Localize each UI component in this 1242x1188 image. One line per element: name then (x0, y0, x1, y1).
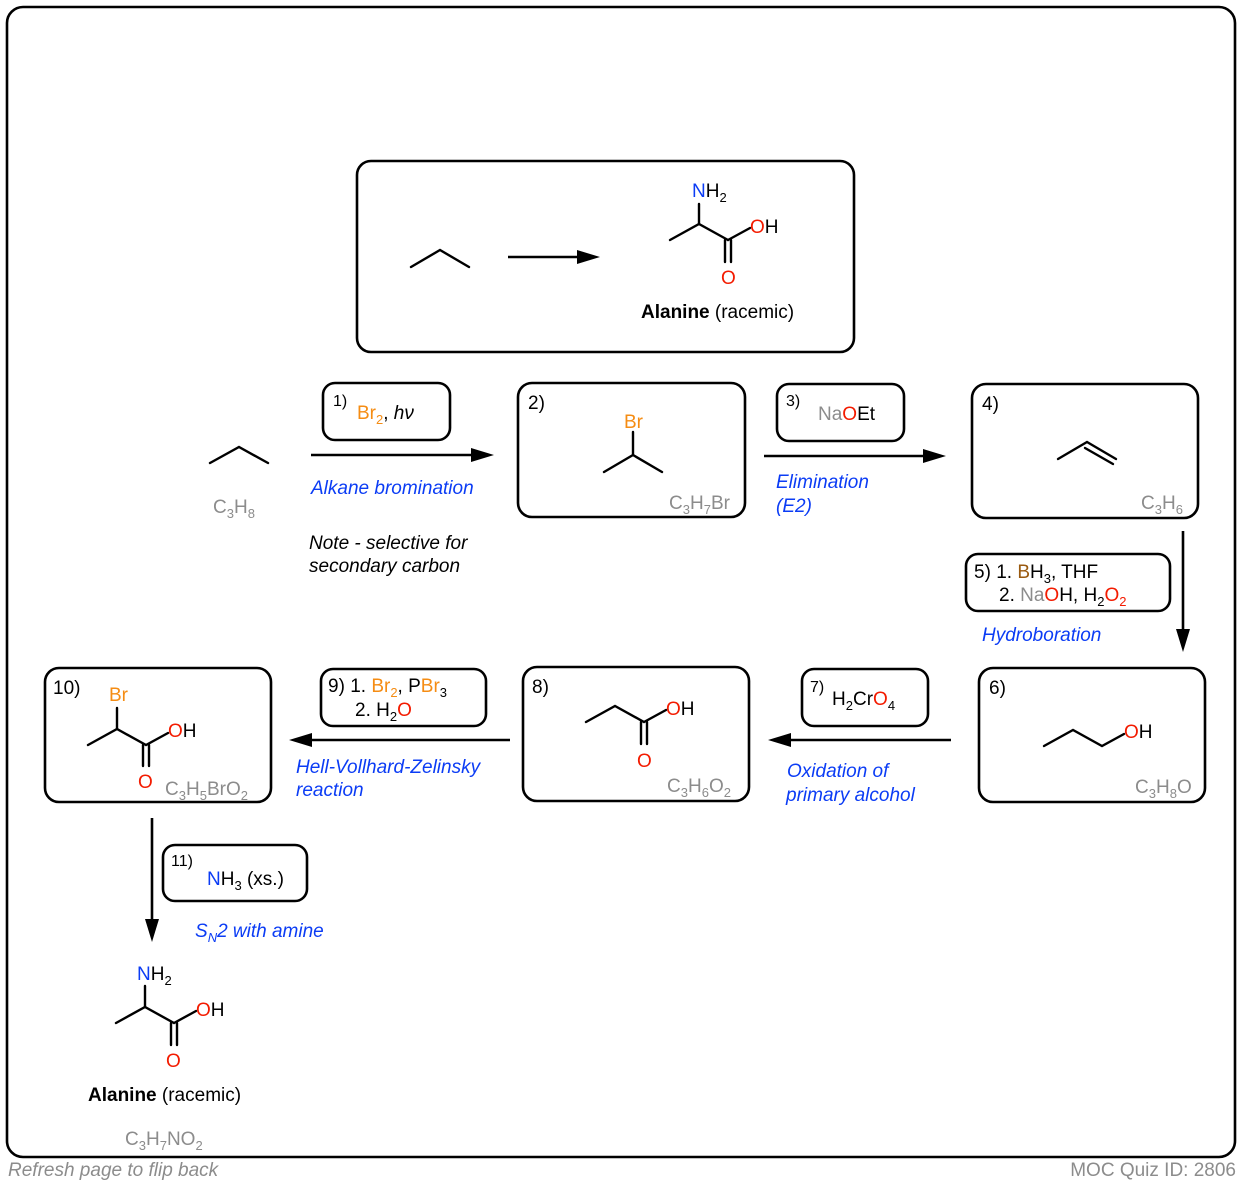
step-9-arrow-head (289, 733, 312, 747)
alanine-structure-final: NH2 OH O (114, 964, 225, 1072)
step-3-arrow-head (923, 449, 946, 463)
step-1-note-line1: Note - selective for (309, 533, 468, 554)
step-11-arrow-head (145, 919, 159, 942)
svg-text:NH2: NH2 (692, 181, 727, 205)
svg-text:2): 2) (528, 393, 545, 414)
svg-text:OH: OH (168, 721, 197, 742)
svg-text:11): 11) (171, 853, 193, 870)
step-3-reagent[interactable]: 3) NaOEt (775, 382, 906, 443)
step-7-label-line2: primary alcohol (785, 785, 916, 806)
svg-text:2. NaOH, H2O2: 2. NaOH, H2O2 (999, 585, 1126, 609)
svg-text:Br: Br (624, 412, 644, 433)
step-2-box[interactable]: 2) Br C3H7Br (516, 381, 747, 519)
svg-text:OH: OH (750, 217, 779, 238)
overview-box: NH2 OH O Alanine (racemic) (355, 159, 856, 354)
step-7-label-line1: Oxidation of (787, 761, 890, 782)
svg-text:Br: Br (109, 685, 129, 706)
final-formula: C3H7NO2 (125, 1129, 203, 1153)
step-9-label-line2: reaction (296, 780, 364, 801)
svg-text:8): 8) (532, 677, 549, 698)
svg-text:6): 6) (989, 678, 1006, 699)
svg-text:C3H6O2: C3H6O2 (667, 776, 731, 800)
svg-text:Br2, hν: Br2, hν (357, 403, 414, 427)
atom-n: N (692, 181, 706, 202)
step-1-label: Alkane bromination (310, 478, 474, 499)
step-3-label-line1: Elimination (776, 472, 869, 493)
overview-frame (355, 159, 856, 354)
svg-text:O: O (138, 772, 153, 793)
quiz-id: MOC Quiz ID: 2806 (1070, 1160, 1236, 1181)
svg-text:NH3 (xs.): NH3 (xs.) (207, 869, 284, 893)
final-product-name: Alanine (racemic) (88, 1085, 241, 1106)
step-3-label-line2: (E2) (776, 496, 812, 517)
step-7-reagent[interactable]: 7) H2CrO4 (800, 667, 930, 728)
step-5-reagent[interactable]: 5) 1. BH3, THF 2. NaOH, H2O2 (964, 552, 1172, 613)
svg-text:C3H6: C3H6 (1141, 493, 1183, 517)
step-4-box[interactable]: 4) C3H6 (970, 382, 1200, 520)
quiz-card[interactable] (5, 5, 1237, 1159)
step-1-reagent[interactable]: 1) Br2, hν (321, 381, 452, 442)
step-9-reagent[interactable]: 9) 1. Br2, PBr3 2. H2O (319, 667, 488, 728)
svg-text:1): 1) (333, 393, 347, 410)
propane-start-structure (208, 445, 270, 465)
step-7-arrow-head (768, 733, 791, 747)
svg-text:H2CrO4: H2CrO4 (832, 689, 895, 713)
svg-text:7): 7) (810, 679, 824, 696)
step-1-arrow-head (471, 448, 494, 462)
refresh-hint: Refresh page to flip back (8, 1160, 219, 1181)
svg-text:C3H5BrO2: C3H5BrO2 (165, 779, 248, 803)
svg-text:C3H7Br: C3H7Br (669, 493, 731, 517)
step-11-label: SN2 with amine (195, 921, 324, 945)
alanine-structure-top: NH2 OH O (668, 181, 779, 289)
svg-text:9) 1. Br2, PBr3: 9) 1. Br2, PBr3 (328, 676, 447, 700)
svg-text:C3H8O: C3H8O (1135, 777, 1192, 801)
step-11-reagent[interactable]: 11) NH3 (xs.) (161, 843, 309, 903)
svg-text:2. H2O: 2. H2O (355, 700, 412, 724)
svg-text:5) 1. BH3, THF: 5) 1. BH3, THF (974, 562, 1098, 586)
propane-structure (409, 248, 471, 269)
overview-product-name: Alanine (racemic) (641, 302, 794, 323)
start-formula: C3H8 (213, 497, 255, 521)
svg-text:4): 4) (982, 394, 999, 415)
step-5-label: Hydroboration (982, 625, 1101, 646)
svg-text:NaOEt: NaOEt (818, 404, 876, 425)
step-8-box[interactable]: 8) OH O C3H6O2 (521, 665, 751, 803)
svg-text:O: O (637, 751, 652, 772)
svg-text:OH: OH (1124, 722, 1153, 743)
svg-text:O: O (166, 1051, 181, 1072)
step-10-box[interactable]: 10) Br OH O C3H5BrO2 (43, 666, 273, 804)
svg-text:10): 10) (53, 678, 80, 699)
svg-text:OH: OH (666, 699, 695, 720)
step-9-label-line1: Hell-Vollhard-Zelinsky (296, 757, 482, 778)
step-5-arrow-head (1176, 629, 1190, 652)
svg-text:3): 3) (786, 393, 800, 410)
overview-arrow-head (577, 250, 600, 264)
svg-text:O: O (721, 268, 736, 289)
step-1-note-line2: secondary carbon (309, 556, 460, 577)
step-6-box[interactable]: 6) OH C3H8O (977, 666, 1207, 804)
svg-text:NH2: NH2 (137, 964, 172, 988)
svg-text:OH: OH (196, 1000, 225, 1021)
